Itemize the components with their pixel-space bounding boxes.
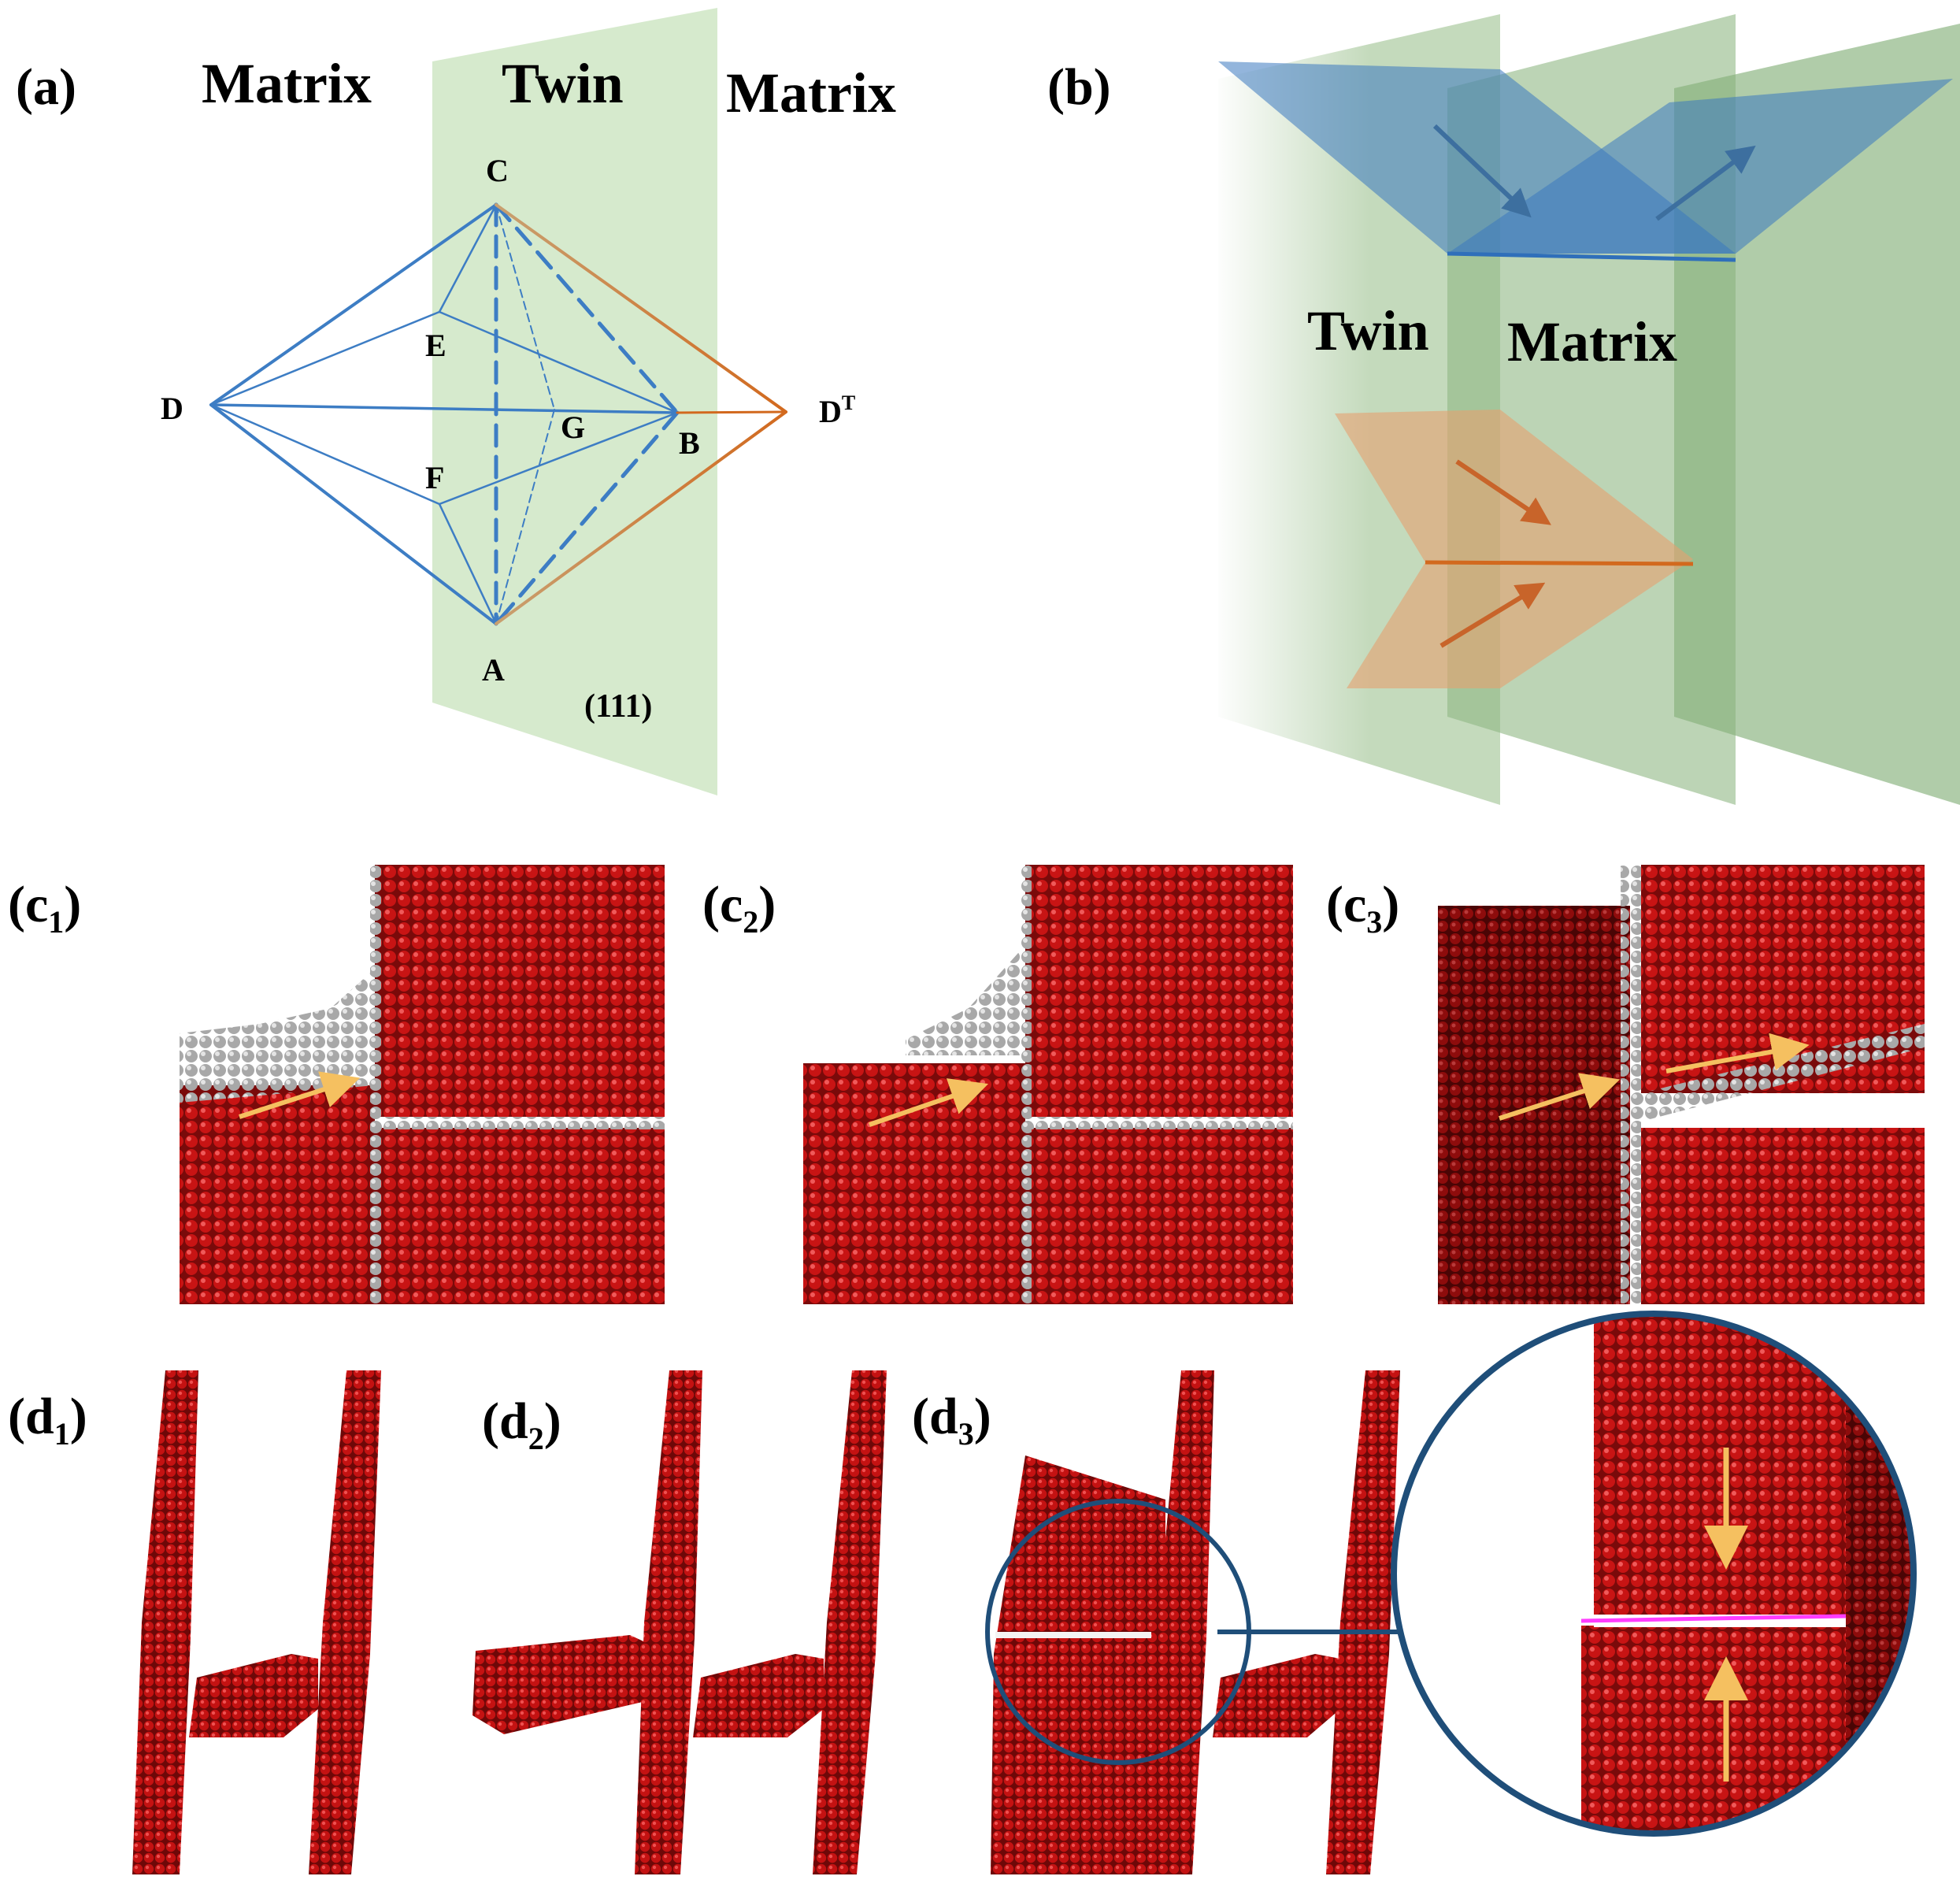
yellow-arrow-c3-left [1499, 1073, 1621, 1121]
zoom-inset [1391, 1311, 1917, 1837]
vertex-D: D [161, 391, 183, 426]
atom-lower-left [180, 1085, 375, 1304]
zoom-atoms-lower [1581, 1626, 1846, 1834]
matrix-label-b: Matrix [1507, 310, 1677, 373]
panel-c3 [1438, 865, 1925, 1304]
panel-c2-label: (c2) [702, 876, 776, 940]
vertex-G: G [561, 410, 585, 445]
atom-lower-left [803, 1063, 1025, 1304]
sheared-block [991, 1455, 1165, 1874]
twin-boundary [1021, 865, 1032, 1304]
zoom-atoms-edge [1846, 1314, 1914, 1834]
panel-b: (b) Twin Matrix [1047, 0, 1960, 811]
orange-arrow-1 [1455, 459, 1551, 525]
dislocation-line [1580, 1614, 1847, 1623]
panel-b-label: (b) [1047, 58, 1111, 116]
panel-d1-label: (d1) [8, 1388, 87, 1452]
atom-gray-band [1641, 1024, 1925, 1122]
dislocation-cluster [1213, 1654, 1340, 1737]
vertex-F: F [425, 460, 444, 495]
atom-gray-cluster [180, 969, 375, 1103]
atom-upper-right [1025, 865, 1293, 1117]
matrix-label-left: Matrix [202, 52, 372, 115]
dislocation-cluster [693, 1654, 824, 1737]
panel-d2 [472, 1370, 887, 1874]
vertex-DT: DT [819, 391, 855, 429]
vertex-A: A [482, 652, 505, 688]
atom-lower-right [1025, 1128, 1293, 1304]
vertex-E: E [425, 328, 446, 363]
zoom-atoms-upper [1594, 1314, 1846, 1619]
twin-boundary [1621, 865, 1641, 1304]
twin-slab-left [1148, 1370, 1214, 1874]
twin-boundary [370, 865, 381, 1304]
atom-gray-cluster [906, 945, 1025, 1055]
blue-arrow-1 [1432, 124, 1532, 218]
panel-a-label: (a) [16, 58, 76, 116]
matrix-label-right: Matrix [726, 61, 896, 124]
panel-d2-label: (d2) [482, 1392, 561, 1456]
twin-slab-right [309, 1370, 381, 1874]
orange-intersection-line [1425, 560, 1694, 566]
dislocation-cluster [189, 1654, 318, 1737]
twin-slab-left [635, 1370, 702, 1874]
panel-d3-label: (d3) [912, 1388, 991, 1452]
blue-intersection-line [1447, 251, 1736, 262]
panel-c3-label: (c3) [1326, 876, 1399, 940]
stacking-fault-band [472, 1635, 654, 1734]
orange-arrow-2 [1439, 582, 1546, 648]
twin-label: Twin [502, 52, 624, 115]
panel-d1 [132, 1370, 381, 1874]
zoom-circle [1391, 1311, 1917, 1837]
yellow-arrow-c1 [239, 1071, 361, 1119]
panel-d3 [985, 1370, 1443, 1874]
yellow-arrow-c3-right [1665, 1033, 1810, 1073]
thompson-tetrahedron [209, 202, 787, 626]
atom-upper-right [375, 865, 665, 1117]
blue-slip-plane-right [1447, 79, 1953, 254]
twin-plane-111 [432, 8, 717, 795]
twin-slab-right [1326, 1370, 1400, 1874]
atom-gray-band [375, 1117, 665, 1129]
panel-c1 [180, 865, 665, 1304]
fault-plane-line [995, 1632, 1151, 1638]
atom-gray-band [1025, 1117, 1293, 1129]
blue-arrow-2 [1655, 145, 1756, 221]
plane-label: (111) [584, 688, 652, 725]
panel-a: (a) Matrix Twin Matrix (111) C E D G B F… [16, 8, 896, 795]
atom-lower-right [1641, 1128, 1925, 1304]
twin-slab-left [132, 1370, 198, 1874]
vertex-C: C [486, 153, 509, 188]
yellow-arrow-c2 [869, 1078, 989, 1127]
twin-label-b: Twin [1307, 299, 1429, 362]
panel-c2 [803, 865, 1293, 1304]
orange-slip-plane [1335, 410, 1693, 688]
twin-slab-right [813, 1370, 887, 1874]
atom-lower-right [375, 1128, 665, 1304]
vertex-B: B [679, 425, 700, 461]
panel-c1-label: (c1) [8, 876, 81, 940]
